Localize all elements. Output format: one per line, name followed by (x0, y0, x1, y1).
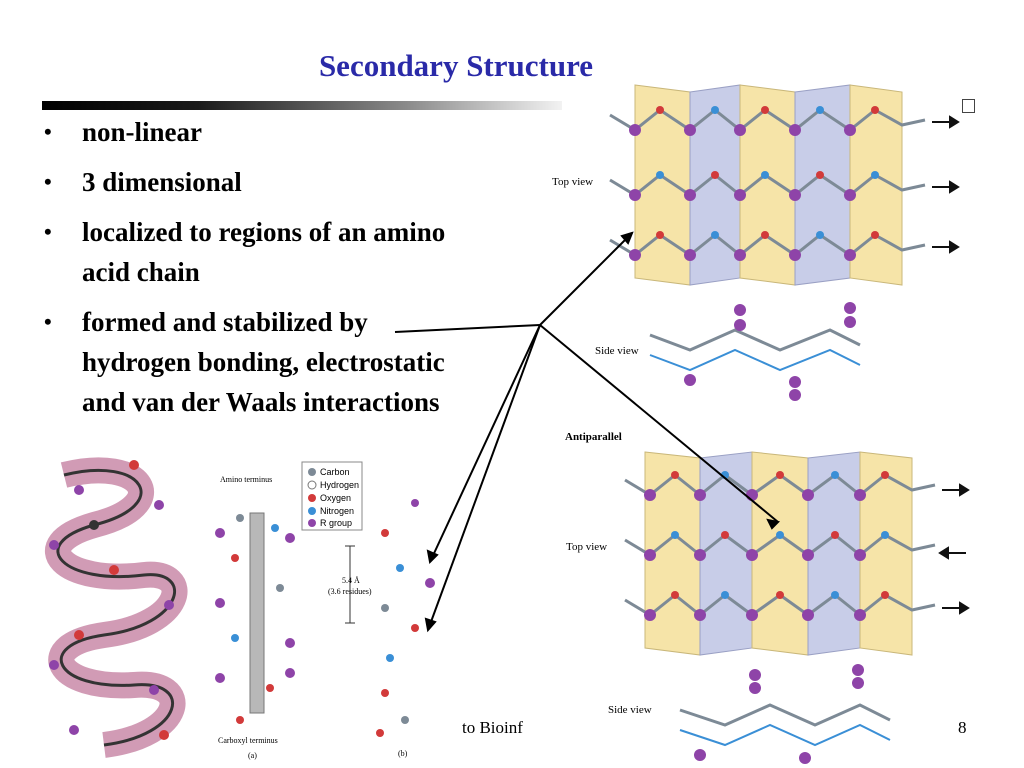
parallel-atoms (629, 106, 879, 261)
footer-text: to Bioinf (462, 718, 523, 737)
slide-title: Secondary Structure (318, 48, 594, 83)
bullet-dot-icon: • (44, 119, 52, 144)
bullet-list: • non-linear • 3 dimensional • localized to… (40, 112, 460, 432)
bullet-text: localized to regions of an amino acid ch… (82, 217, 446, 287)
helix-axis-rod (249, 512, 265, 714)
parallel-arrows (932, 115, 960, 254)
parallel-sheet-pleats (634, 84, 903, 286)
helix-a-atoms (215, 514, 295, 724)
placeholder-box-icon (962, 99, 975, 113)
top-view-label-2: Top view (566, 541, 607, 553)
bullet-item: • formed and stabilized by hydrogen bondi… (40, 302, 460, 422)
panel-a-label: (a) (248, 751, 257, 760)
antiparallel-label: Antiparallel (565, 431, 622, 443)
bullet-item: • localized to regions of an amino acid c… (40, 212, 460, 292)
legend-hydrogen: Hydrogen (320, 480, 359, 490)
legend-carbon: Carbon (320, 467, 350, 477)
helix-legend: Carbon Hydrogen Oxygen Nitrogen R group (301, 461, 363, 531)
bullet-dot-icon: • (44, 309, 52, 334)
pitch-residues-label: (3.6 residues) (328, 587, 372, 596)
bullet-item: • non-linear (40, 112, 460, 152)
pitch-label: 5.4 Å (342, 576, 360, 585)
bullet-text: 3 dimensional (82, 167, 242, 197)
alpha-helix-ribbon-figure (45, 457, 188, 758)
helix-atoms (49, 460, 174, 740)
parallel-side-view (649, 302, 861, 401)
carboxyl-terminus-label: Carboxyl terminus (218, 736, 278, 745)
amino-terminus-label: Amino terminus (220, 475, 272, 484)
antiparallel-arrows (938, 483, 970, 615)
legend-r-group: R group (320, 518, 352, 528)
antiparallel-side-view (679, 664, 891, 764)
page-number: 8 (958, 718, 967, 737)
bullet-dot-icon: • (44, 219, 52, 244)
bullet-text: formed and stabilized by hydrogen bondin… (82, 307, 445, 417)
side-view-label: Side view (595, 345, 639, 357)
bullet-text: non-linear (82, 117, 203, 147)
pitch-bracket (345, 545, 355, 624)
helix-b-atoms (376, 499, 435, 737)
bullet-dot-icon: • (44, 169, 52, 194)
beta-sheet-figure: Top view Side view Antiparallel Top view (552, 84, 970, 764)
side-view-label-2: Side view (608, 704, 652, 716)
top-view-label: Top view (552, 176, 593, 188)
legend-nitrogen: Nitrogen (320, 506, 354, 516)
title-underline-bar (42, 101, 562, 110)
alpha-helix-diagram: Amino terminus Carboxyl terminus (a) Car… (215, 461, 435, 760)
panel-b-label: (b) (398, 749, 408, 758)
bullet-item: • 3 dimensional (40, 162, 460, 202)
legend-oxygen: Oxygen (320, 493, 351, 503)
